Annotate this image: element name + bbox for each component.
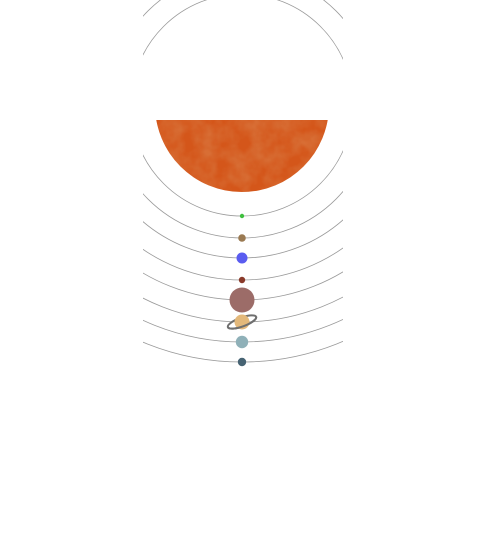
planet-saturn-ring-front — [226, 316, 258, 330]
planet-venus — [238, 234, 246, 242]
planets-group — [226, 213, 258, 367]
planet-uranus — [235, 335, 249, 349]
sun-texture — [156, 120, 328, 192]
planet-mercury — [239, 213, 245, 219]
planet-jupiter — [229, 287, 255, 313]
orbit-venus — [143, 0, 343, 239]
planet-mars — [238, 276, 246, 284]
planet-earth — [236, 252, 248, 264]
sun-group — [156, 120, 328, 192]
planet-neptune — [237, 357, 247, 367]
